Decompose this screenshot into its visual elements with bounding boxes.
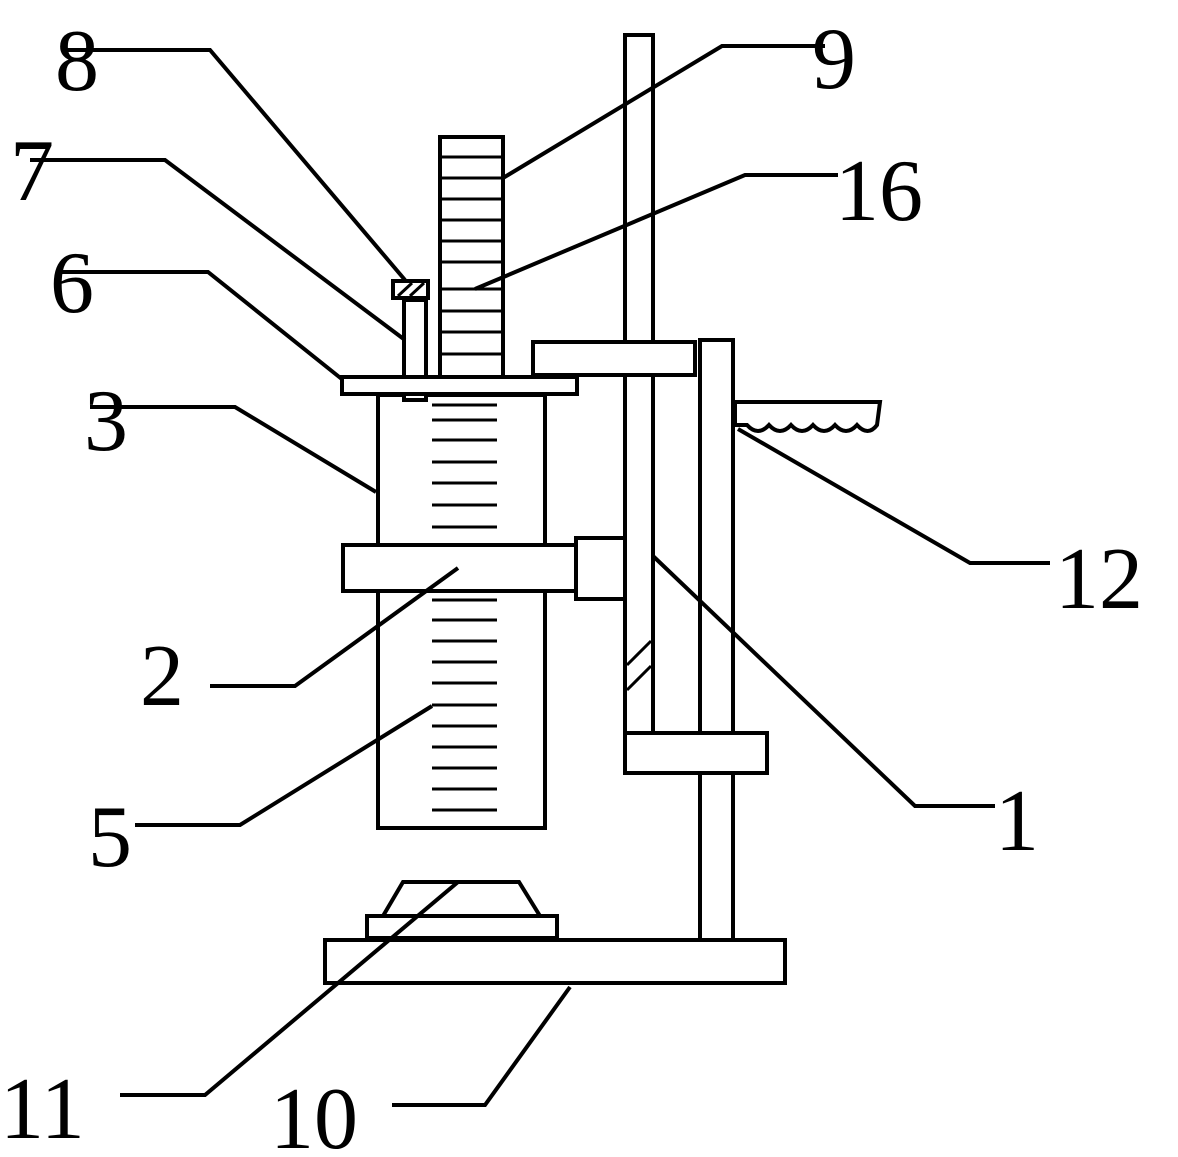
cylinder-scale-lower <box>432 598 497 812</box>
leader-7 <box>30 158 407 342</box>
clamp-ring <box>341 543 578 593</box>
lower-clamp-block <box>623 731 769 775</box>
callout-10: 10 <box>270 1071 358 1157</box>
callout-12: 12 <box>1055 531 1143 628</box>
leader-lines <box>30 44 1050 1107</box>
leader-8 <box>62 48 407 282</box>
leader-3 <box>90 405 378 494</box>
callout-8: 8 <box>55 13 99 110</box>
measuring-cylinder <box>376 393 547 830</box>
callout-2: 2 <box>140 628 184 725</box>
top-cover-plate <box>340 375 579 396</box>
cover-seal <box>402 392 428 402</box>
leader-1 <box>651 554 995 808</box>
leader-12 <box>736 427 1050 565</box>
leader-16 <box>474 173 838 291</box>
base-plate <box>323 938 787 985</box>
leader-6 <box>60 270 345 382</box>
leader-2 <box>210 566 460 688</box>
callout-16: 16 <box>835 143 923 240</box>
rack-rod <box>623 33 655 737</box>
leader-9 <box>501 44 825 180</box>
support-dome <box>379 880 544 918</box>
callout-9: 9 <box>812 11 856 108</box>
cylinder-scale-upper <box>432 403 497 529</box>
support-column <box>698 338 735 942</box>
small-post <box>402 298 428 379</box>
clamp-connector <box>574 536 627 601</box>
post-cap-hatch <box>396 281 426 298</box>
callout-labels: 8 7 6 3 2 5 11 10 9 16 12 1 <box>0 11 1143 1157</box>
graduated-rod <box>438 135 505 379</box>
rod-scale-ticks <box>440 155 503 356</box>
callout-1: 1 <box>995 773 1039 870</box>
leader-10 <box>392 985 572 1107</box>
rack-rod-hatch <box>625 639 653 692</box>
callout-7: 7 <box>10 123 54 220</box>
leader-11 <box>120 880 460 1097</box>
callout-6: 6 <box>50 235 94 332</box>
callout-3: 3 <box>84 373 128 470</box>
callout-11: 11 <box>0 1061 85 1157</box>
leader-5 <box>135 704 434 827</box>
serrated-handle <box>733 400 883 433</box>
callout-5: 5 <box>88 789 132 886</box>
upper-clamp-block <box>531 340 697 377</box>
